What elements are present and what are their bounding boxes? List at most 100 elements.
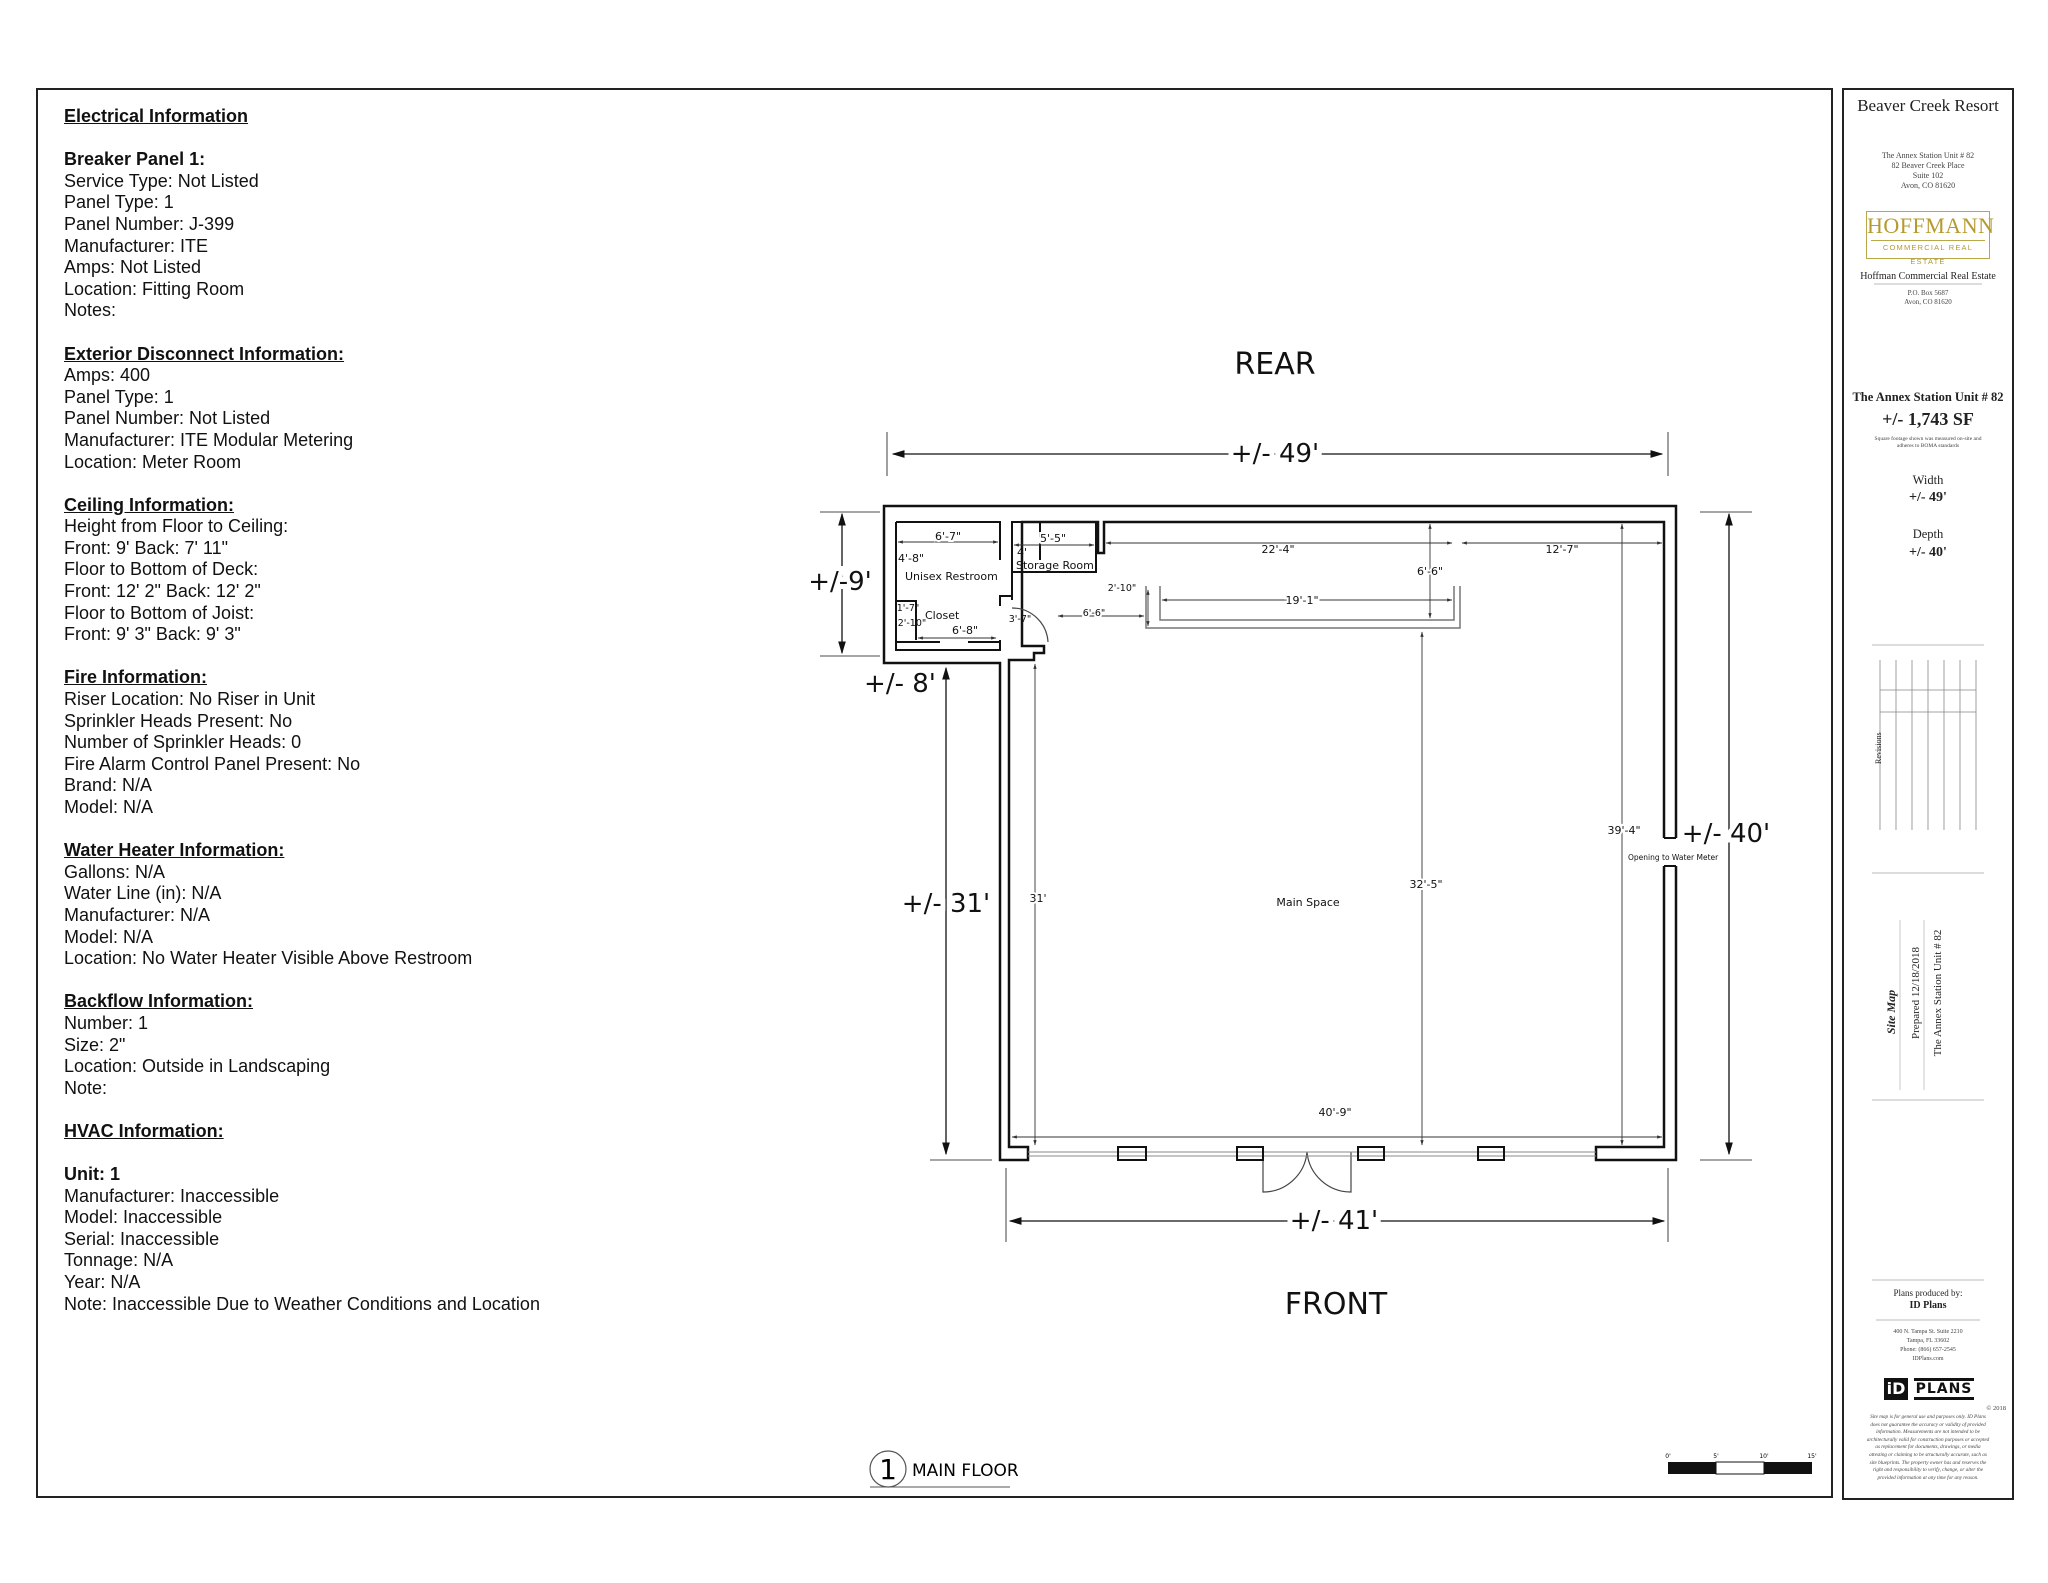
breaker-panel-heading: Breaker Panel 1:	[64, 149, 206, 170]
disclaimer-line: Site map is for general use and purposes…	[1870, 1414, 1986, 1420]
width-value: +/- 49'	[1909, 490, 1947, 505]
building-info-panel: Electrical Information Breaker Panel 1: …	[64, 106, 624, 1337]
area-note-line: adheres to BOMA standards	[1896, 443, 1960, 449]
dim-closet-w: 1'-7"	[897, 603, 920, 614]
producer-address-line: Phone: (866) 657-2545	[1900, 1347, 1956, 1353]
info-line: Panel Number: J-399	[64, 213, 235, 234]
info-line: Panel Number: Not Listed	[64, 408, 271, 429]
dim-top-mid: 22'-4"	[1261, 543, 1294, 556]
scale-tick-0: 0'	[1665, 1453, 1671, 1460]
property-name: Beaver Creek Resort	[1857, 96, 1999, 115]
info-line: Panel Type: 1	[64, 386, 174, 407]
producer-name: ID Plans	[1909, 1300, 1947, 1311]
info-line: Year: N/A	[64, 1272, 141, 1293]
info-line: Gallons: N/A	[64, 861, 166, 882]
disclaimer-line: site blueprints. The property owner has …	[1869, 1459, 1987, 1466]
disclaimer-line: architecturally valid for construction p…	[1866, 1436, 1990, 1443]
main-space-label: Main Space	[1276, 896, 1340, 909]
info-line: Water Line (in): N/A	[64, 883, 222, 904]
drawing-sheet-border	[36, 88, 1833, 1498]
info-line: Serial: Inaccessible	[64, 1228, 220, 1249]
square-footage: +/- 1,743 SF	[1882, 409, 1974, 429]
disclaimer-line: right and responsibility to verify, chan…	[1872, 1467, 1984, 1474]
info-line: Number: 1	[64, 1012, 149, 1033]
info-line: Sprinkler Heads Present: No	[64, 710, 293, 731]
hoffmann-logo: HOFFMANN COMMERCIAL REAL ESTATE	[1866, 211, 1995, 266]
address-line: Suite 102	[1912, 171, 1944, 180]
left-depth-upper-label: +/-9'	[808, 567, 872, 597]
sheet-title: 1 MAIN FLOOR	[869, 1450, 1019, 1488]
info-line: Floor to Bottom of Joist:	[64, 602, 255, 623]
area-note: Square footage shown was measured on-sit…	[1844, 436, 2012, 450]
inner-dimension-lines	[897, 523, 1663, 1146]
storage-label: Storage Room	[1016, 559, 1094, 572]
front-width-label: +/- 41'	[1290, 1206, 1378, 1236]
sheet-title-text: MAIN FLOOR	[912, 1461, 1019, 1481]
info-line: Note:	[64, 1077, 108, 1098]
width-label: Width	[1912, 473, 1944, 487]
water-heater-heading: Water Heater Information:	[64, 840, 285, 861]
backflow-section: Backflow Information: Number: 1 Size: 2"…	[64, 991, 624, 1099]
title-block-rules	[1872, 283, 1984, 1321]
info-line: Notes:	[64, 300, 117, 321]
hvac-section: HVAC Information: Unit: 1 Manufacturer: …	[64, 1121, 624, 1315]
producer-address-line: IDPlans.com	[1912, 1356, 1944, 1362]
rear-label: REAR	[1234, 347, 1315, 382]
left-depth-lower-label: +/- 31'	[902, 889, 990, 919]
left-offset-label: +/- 8'	[864, 669, 936, 699]
info-line: Service Type: Not Listed	[64, 170, 259, 191]
info-line: Tonnage: N/A	[64, 1250, 174, 1271]
dim-mid-v: 6'-6"	[1417, 565, 1443, 578]
logo-sub-text: COMMERCIAL REAL ESTATE	[1871, 240, 1985, 269]
disclaimer-line: provided information at any time for any…	[1877, 1474, 1979, 1481]
revisions-label: Revisions	[1874, 732, 1883, 764]
scale-bar: 0' 5' 10' 15'	[1665, 1453, 1817, 1475]
dim-front-inner: 40'-9"	[1318, 1106, 1351, 1119]
dimension-lines	[820, 432, 1752, 1242]
right-depth-label: +/- 40'	[1682, 819, 1770, 849]
info-line: Location: Fitting Room	[64, 278, 245, 299]
room-labels: Unisex Restroom Storage Room Closet Main…	[905, 559, 1719, 909]
scale-tick-5: 5'	[1713, 1453, 1719, 1460]
dim-step-h: 2'-10"	[1108, 583, 1137, 594]
id-plans-logo: iD PLANS	[1884, 1378, 1975, 1400]
revisions-grid	[1879, 660, 1977, 830]
depth-value: +/- 40'	[1909, 545, 1947, 560]
logo-main-text: HOFFMANN	[1867, 213, 1995, 238]
exterior-walls	[882, 504, 1678, 1162]
disclaimer-line: information. Measurements are not intend…	[1876, 1429, 1980, 1436]
address-line: 82 Beaver Creek Place	[1891, 161, 1965, 170]
area-note-line: Square footage shown was measured on-sit…	[1874, 436, 1982, 442]
info-line: Size: 2"	[64, 1034, 126, 1055]
producer-address-line: Tampa, FL 33602	[1906, 1338, 1950, 1344]
info-line: Front: 9' Back: 7' 11"	[64, 537, 229, 558]
info-line: Fire Alarm Control Panel Present: No	[64, 753, 361, 774]
info-line: Manufacturer: N/A	[64, 904, 211, 925]
broker-address-line: Avon, CO 81620	[1904, 298, 1952, 306]
producer-address-line: 400 N. Tampa St. Suite 2210	[1893, 1329, 1963, 1335]
info-line: Front: 12' 2" Back: 12' 2"	[64, 581, 261, 602]
broker-address: P.O. Box 5687 Avon, CO 81620	[1844, 289, 2012, 307]
dimension-labels: 6'-7" 4'-8" 5'-5" 4' 22'-4" 12'-7" 6'-6"…	[897, 528, 1643, 1119]
front-label: FRONT	[1285, 1287, 1388, 1322]
site-map-rules	[1899, 920, 1925, 1090]
door-swings	[1011, 607, 1352, 1193]
broker-address-line: P.O. Box 5687	[1907, 289, 1949, 297]
scale-tick-10: 10'	[1759, 1453, 1769, 1460]
disclaimer-line: does not guarantee the accuracy or valid…	[1870, 1421, 1986, 1428]
produced-by-label: Plans produced by:	[1893, 1288, 1963, 1298]
dim-restroom-h: 4'-8"	[898, 552, 924, 565]
info-line: Note: Inaccessible Due to Weather Condit…	[64, 1293, 540, 1314]
info-line: Manufacturer: Inaccessible	[64, 1185, 280, 1206]
site-map-label: Site Map	[1884, 990, 1898, 1034]
dim-center-v: 32'-5"	[1409, 878, 1442, 891]
title-block	[1842, 88, 2014, 1500]
info-line: Location: No Water Heater Visible Above …	[64, 948, 473, 969]
prepared-label: Prepared 12/18/2018	[1910, 947, 1922, 1039]
info-line: Amps: Not Listed	[64, 257, 202, 278]
dim-left-inner: 31'	[1029, 892, 1046, 905]
scale-tick-15: 15'	[1807, 1453, 1817, 1460]
info-line: Location: Outside in Landscaping	[64, 1056, 331, 1077]
ceiling-section: Ceiling Information: Height from Floor t…	[64, 495, 624, 646]
